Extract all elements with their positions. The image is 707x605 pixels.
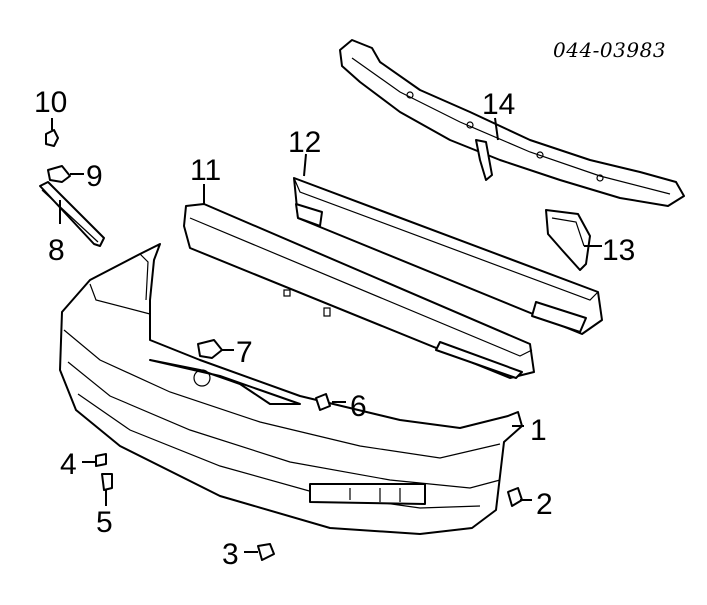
part-14-reinforcement (339, 39, 685, 207)
callout-4: 4 (60, 448, 77, 481)
part-7-grommet (197, 339, 234, 359)
part-11-bumper-reinforcement (183, 184, 535, 379)
diagram-part-number: 044-03983 (553, 38, 667, 62)
part-10-nut (45, 118, 59, 147)
part-5-clip (101, 473, 113, 506)
callout-1: 1 (530, 414, 547, 447)
callout-5: 5 (96, 506, 113, 539)
part-3-screw (244, 543, 275, 561)
part-1-bumper-cover (59, 243, 524, 535)
callout-14: 14 (482, 88, 515, 121)
callout-6: 6 (350, 390, 367, 423)
callout-12: 12 (288, 126, 321, 159)
callout-8: 8 (48, 234, 65, 267)
callout-3: 3 (222, 538, 239, 571)
callout-10: 10 (34, 86, 67, 119)
callout-2: 2 (536, 488, 553, 521)
part-6-clip (315, 393, 346, 411)
callout-11: 11 (190, 154, 221, 187)
callout-7: 7 (236, 336, 253, 369)
part-2-screw (507, 487, 532, 507)
part-9-clip (47, 165, 84, 183)
part-12-energy-absorber (293, 153, 603, 335)
part-4-screw (82, 453, 107, 467)
callout-13: 13 (602, 234, 635, 267)
part-8-molding (39, 181, 105, 247)
callout-9: 9 (86, 160, 103, 193)
part-13-bracket (545, 209, 602, 271)
